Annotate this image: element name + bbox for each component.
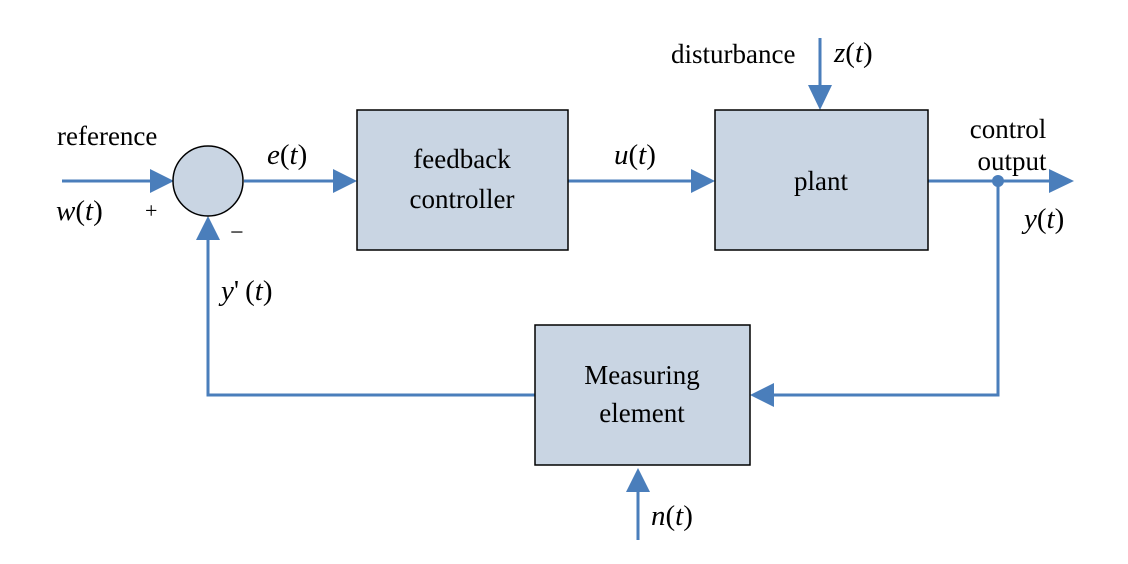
- summing-junction: [172, 145, 244, 217]
- feedback-controller-block: [356, 109, 569, 251]
- signal-n-label: n(t): [651, 500, 693, 532]
- controller-label-line1: feedback: [413, 144, 511, 174]
- arrow-into-measuring: [750, 383, 774, 407]
- control-output-label-line2: output: [977, 146, 1047, 176]
- controller-label-line2: controller: [410, 184, 515, 214]
- measuring-element-block: [534, 324, 751, 466]
- signal-u-label: u(t): [614, 139, 656, 171]
- arrow-into-plant: [691, 169, 715, 193]
- signal-e-label: e(t): [267, 139, 307, 171]
- arrow-output: [1049, 169, 1074, 193]
- signal-y-prime-label: y'(t): [218, 275, 273, 307]
- signal-y-label: y(t): [1021, 203, 1064, 235]
- measuring-label-line2: element: [599, 398, 685, 428]
- arrow-disturbance: [808, 85, 832, 110]
- wire-measured-output: [206, 240, 535, 397]
- signal-z-label: z(t): [833, 37, 873, 69]
- reference-label: reference: [57, 121, 157, 151]
- wire-feedback-return: [772, 181, 1000, 397]
- disturbance-label: disturbance: [671, 39, 795, 69]
- arrow-into-controller: [333, 169, 357, 193]
- output-takeoff-node: [992, 175, 1004, 187]
- plant-block: [714, 109, 929, 251]
- plant-label: plant: [794, 166, 848, 196]
- measuring-label-line1: Measuring: [584, 360, 699, 390]
- signal-w-label: w(t): [56, 195, 103, 227]
- plus-sign: +: [145, 198, 157, 223]
- arrow-into-summing-feedback: [196, 216, 220, 240]
- arrow-into-summing: [150, 169, 174, 193]
- arrow-noise: [626, 468, 650, 492]
- control-output-label-line1: control: [970, 114, 1046, 144]
- minus-sign: −: [230, 220, 244, 246]
